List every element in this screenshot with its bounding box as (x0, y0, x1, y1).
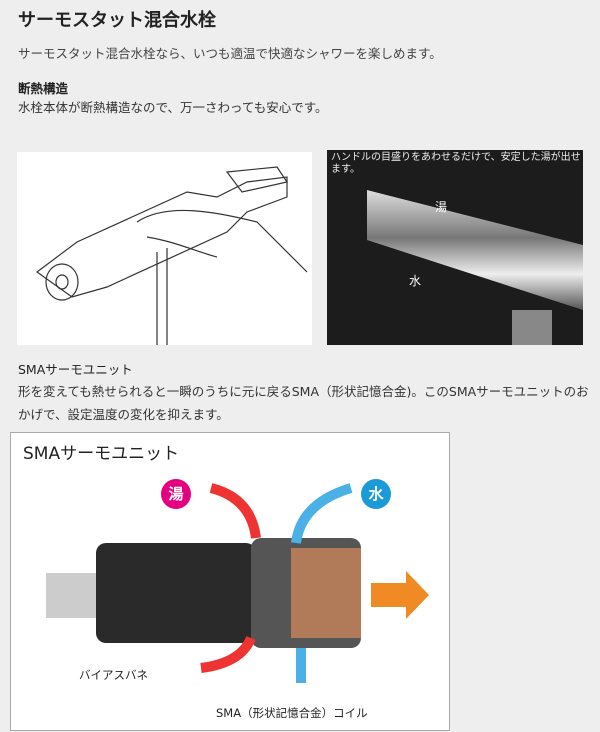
hand-on-faucet-illustration (17, 152, 312, 345)
sma-unit-diagram: SMAサーモユニット 湯 水 バイアスバネ SMA（形状記憶合金）コイル (10, 432, 450, 731)
faucet-photo: ハンドルの目盛りをあわせるだけで、安定した湯が出せます。 湯 水 (327, 150, 583, 345)
section-text-sma: 形を変えても熱せられると一瞬のうちに元に戻るSMA（形状記憶合金)。このSMAサ… (18, 384, 589, 422)
sma-coil-label: SMA（形状記憶合金）コイル (216, 706, 368, 720)
bias-spring-label: バイアスバネ (79, 668, 148, 682)
diagram-cold-badge: 水 (361, 479, 391, 509)
photo-hot-label: 湯 (435, 200, 448, 214)
section-text-insulation: 水栓本体が断熱構造なので、万一さわっても安心です。 (18, 100, 328, 115)
diagram-hot-badge: 湯 (161, 479, 191, 509)
diagram-title: SMAサーモユニット (23, 444, 180, 464)
intro-text: サーモスタット混合水栓なら、いつも適温で快適なシャワーを楽しめます。 (18, 46, 442, 61)
page-title: サーモスタット混合水栓 (18, 10, 216, 31)
section-heading-sma: SMAサーモユニット (18, 362, 133, 377)
section-heading-insulation: 断熱構造 (18, 81, 69, 96)
photo-cold-label: 水 (409, 274, 422, 288)
photo-caption: ハンドルの目盛りをあわせるだけで、安定した湯が出せます。 (331, 152, 581, 175)
